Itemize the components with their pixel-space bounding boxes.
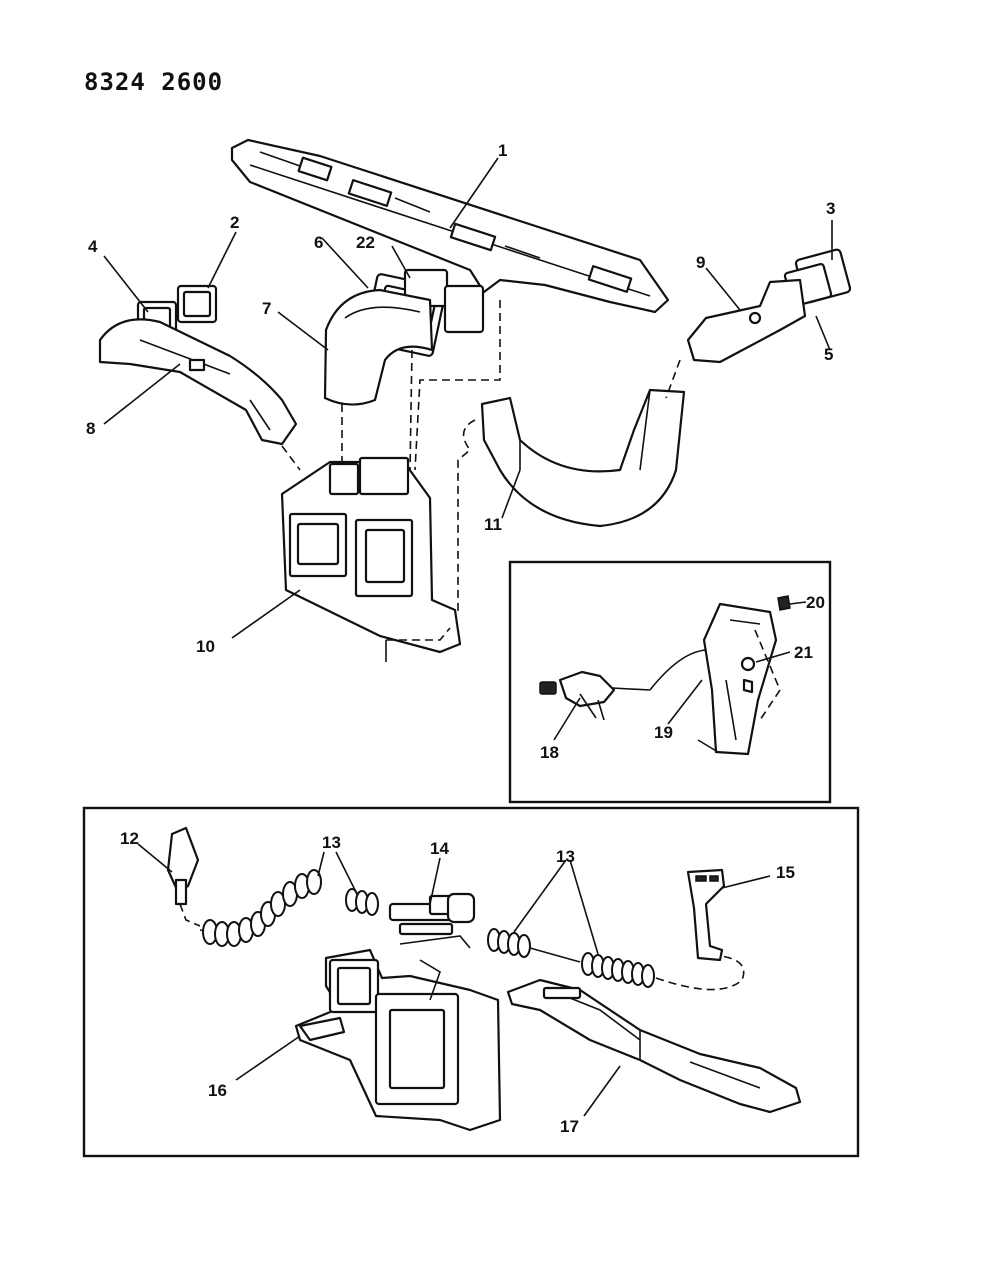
part-13-cable-coil-right bbox=[487, 928, 655, 988]
part-16-heater-box-lower bbox=[294, 935, 502, 1132]
part-10-distribution-box bbox=[280, 456, 462, 662]
callout-16: 16 bbox=[208, 1081, 227, 1100]
part-21-nut bbox=[740, 656, 756, 672]
callout-15: 15 bbox=[776, 863, 795, 882]
callout-9: 9 bbox=[696, 253, 705, 272]
callout-19: 19 bbox=[654, 723, 673, 742]
callout-11: 11 bbox=[484, 515, 502, 534]
callout-8: 8 bbox=[86, 419, 95, 438]
part-17-floor-duct bbox=[506, 978, 802, 1114]
document-id: 8324 2600 bbox=[84, 68, 224, 96]
callout-4: 4 bbox=[88, 237, 98, 256]
inset-frame-cable-assembly bbox=[82, 806, 860, 1158]
alignment-line bbox=[281, 300, 501, 471]
callout-10: 10 bbox=[196, 637, 215, 656]
callout-13-left: 13 bbox=[322, 833, 341, 852]
part-1-panel-duct bbox=[230, 138, 670, 314]
part-13-cable-coil-left bbox=[199, 869, 379, 947]
cable-line-right bbox=[655, 955, 745, 991]
part-11-right-duct bbox=[480, 388, 686, 528]
callout-6: 6 bbox=[314, 233, 323, 252]
inset-frame-controls bbox=[508, 560, 832, 804]
part-9-right-elbow bbox=[686, 278, 807, 364]
part-8-left-duct bbox=[98, 318, 298, 446]
callout-1: 1 bbox=[498, 141, 507, 160]
callout-5: 5 bbox=[824, 345, 833, 364]
alignment-line bbox=[457, 359, 681, 612]
callout-20: 20 bbox=[806, 593, 825, 612]
part-19-control-bracket bbox=[697, 602, 781, 756]
callout-18: 18 bbox=[540, 743, 559, 762]
part-15-bracket bbox=[686, 868, 726, 962]
callout-14: 14 bbox=[430, 839, 449, 858]
leader-lines bbox=[103, 157, 833, 1117]
callout-7: 7 bbox=[262, 299, 271, 318]
callout-2: 2 bbox=[230, 213, 239, 232]
callout-21: 21 bbox=[794, 643, 813, 662]
part-20-screw bbox=[777, 595, 791, 611]
callout-22: 22 bbox=[356, 233, 375, 252]
callout-12: 12 bbox=[120, 829, 139, 848]
part-12-cable-clip bbox=[166, 826, 200, 906]
callout-3: 3 bbox=[826, 199, 835, 218]
part-14-cable-connector bbox=[388, 892, 476, 936]
callout-13-right: 13 bbox=[556, 847, 575, 866]
alignment-line bbox=[386, 627, 451, 641]
part-18-cable-end bbox=[539, 649, 707, 721]
part-7-center-elbow bbox=[323, 288, 434, 406]
callout-17: 17 bbox=[560, 1117, 579, 1136]
cable-line-left bbox=[179, 903, 201, 927]
